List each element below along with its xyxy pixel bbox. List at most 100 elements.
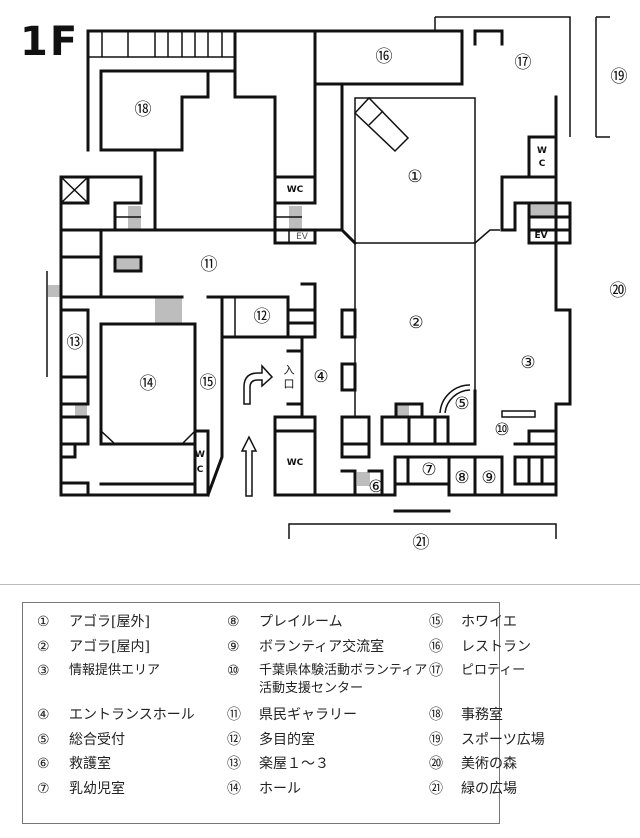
legend-item: ⑦ 乳幼児室 [37,780,239,805]
elevator-label: EV [534,231,547,241]
section-divider [0,584,640,585]
room-marker-14: ⑭ [140,374,157,394]
room-marker-6: ⑥ [368,477,383,497]
room-marker-13: ⑬ [67,333,84,353]
room-marker-2: ② [408,313,423,333]
south-rooms-walls [288,455,558,539]
legend-name: 多目的室 [259,731,315,748]
stairs-shading [48,205,557,486]
legend-number: ① [37,614,50,630]
entrance-hall-walls [273,243,397,497]
legend-item: ⑥ 救護室 [37,755,239,780]
room-marker-7: ⑦ [421,460,436,480]
legend-name: 乳幼児室 [69,780,125,797]
legend-item: ⑰ ピロティー [429,662,631,706]
restroom-label: C [197,465,204,475]
legend-name: 県民ギャラリー [259,707,357,723]
entrance-label: 口 [284,378,295,391]
legend-number: ⑯ [429,638,443,655]
legend-name: エントランスホール [69,707,195,723]
legend-item: ⑬ 楽屋１～３ [227,755,437,780]
room-marker-1: ① [407,167,422,187]
legend-item: ⑨ ボランティア交流室 [227,638,437,663]
hall-walls [59,308,224,497]
elevator-label: EV [296,232,309,242]
legend-name: ホワイエ [461,614,517,630]
room-marker-12: ⑫ [254,307,271,327]
legend-item: ① アゴラ[屋外] [37,613,239,638]
legend-number: ③ [37,663,50,679]
facility-labels: WC EV W C EV W C WC [195,146,548,475]
legend-number: ⑮ [429,614,443,630]
room-marker-11: ⑪ [201,255,218,275]
west-core-walls [59,175,317,245]
legend-name: レストラン [461,638,531,655]
legend-number: ⑦ [37,780,50,797]
legend-number: ㉑ [429,780,443,797]
legend-name: ピロティー [461,663,526,678]
legend-item: ⑲ スポーツ広場 [429,731,631,756]
legend-name: 救護室 [69,756,111,772]
legend-name: 楽屋１～３ [259,756,329,772]
room-marker-20: ⑳ [610,281,627,301]
legend-name: アゴラ[屋外] [69,614,150,630]
legend-number: ⑪ [227,707,241,723]
legend-number: ⑥ [37,756,50,772]
legend-name: 千葉県体験活動ボランティア活動支援センター [259,663,428,696]
legend-name: プレイルーム [259,614,343,630]
legend-name: ボランティア交流室 [259,638,385,655]
room-marker-8: ⑧ [454,468,469,488]
up-arrow-icon [240,435,258,497]
room-marker-4: ④ [313,367,328,387]
legend-number: ⑫ [227,731,241,748]
legend-name: 美術の森 [461,756,517,772]
legend-number: ② [37,638,50,655]
legend-name: 総合受付 [69,731,125,748]
legend-number: ⑬ [227,756,241,772]
restroom-label: W [195,450,205,460]
legend-name: アゴラ[屋内] [69,638,150,655]
legend-number: ⑰ [429,663,443,679]
legend-number: ⑭ [227,780,241,797]
restroom-label: W [537,146,547,156]
entrance-arrows [240,364,274,497]
entrance-label: 入 [284,364,295,377]
legend-item: ⑯ レストラン [429,638,631,663]
gallery-walls [46,228,344,497]
legend-name: 事務室 [461,707,503,723]
legend-number: ⑳ [429,756,443,772]
legend-number: ⑤ [37,731,50,748]
floor-plan-map: 入 口 WC EV W C EV W C WC ①②③④⑤⑥⑦⑧⑨⑩⑪⑫⑬⑭⑮⑯… [46,16,628,553]
north-wing-walls [86,29,317,232]
floor-title: 1F [20,19,80,65]
legend-name: 緑の広場 [461,780,517,797]
legend-item: ⑳ 美術の森 [429,755,631,780]
room-marker-17: ⑰ [515,53,532,73]
agora-outdoor-walls [353,96,500,244]
legend-number: ⑧ [227,614,240,630]
room-marker-19: ⑲ [611,67,628,87]
legend-number: ⑨ [227,638,240,655]
legend-number: ⑲ [429,731,443,748]
legend-item: ⑪ 県民ギャラリー [227,706,437,731]
restroom-label: WC [287,185,304,195]
east-core-walls [500,16,610,252]
room-marker-3: ③ [520,353,535,373]
legend-item: ⑫ 多目的室 [227,731,437,756]
turn-arrow-icon [243,364,274,405]
legend-name: スポーツ広場 [461,731,545,748]
room-marker-21: ㉑ [413,533,430,553]
legend-item: ⑧ プレイルーム [227,613,437,638]
legend-item: ㉑ 緑の広場 [429,780,631,805]
agora-indoor-walls [380,243,572,497]
restroom-label: WC [287,458,304,468]
